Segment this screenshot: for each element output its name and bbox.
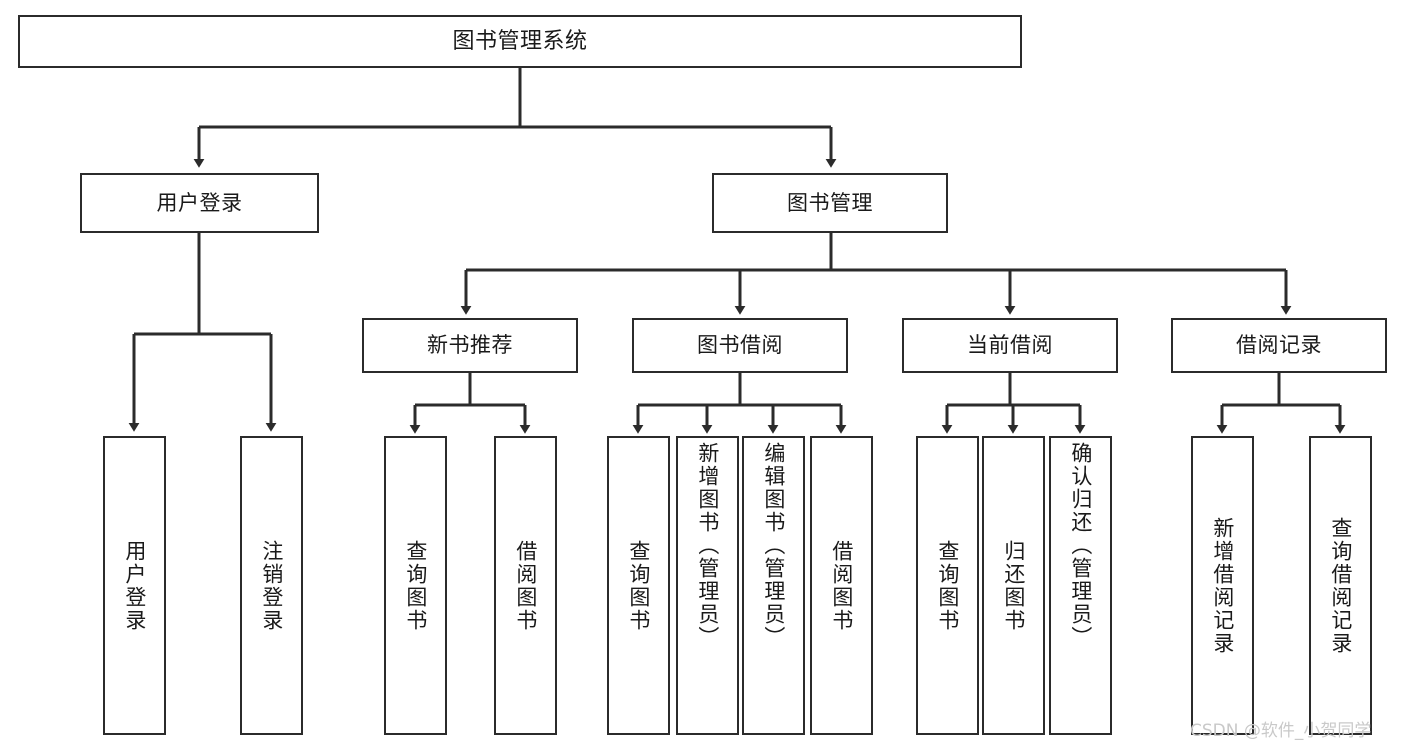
node-label: 查询图书: [935, 539, 960, 632]
node-book-borrow[interactable]: 图书借阅: [632, 318, 848, 373]
node-new-book-recommendation[interactable]: 新书推荐: [362, 318, 578, 373]
node-label: 借阅图书: [513, 539, 538, 632]
node-label: 新书推荐: [427, 333, 513, 358]
node-label: 用户登录: [156, 190, 243, 215]
node-label: 编辑图书（管理员）: [761, 442, 786, 649]
leaf-confirm-return-admin[interactable]: 确认归还（管理员）: [1049, 436, 1112, 735]
node-borrow-record[interactable]: 借阅记录: [1171, 318, 1387, 373]
leaf-query-book-current[interactable]: 查询图书: [916, 436, 979, 735]
node-label: 图书管理: [787, 190, 873, 215]
leaf-query-book-new-book[interactable]: 查询图书: [384, 436, 447, 735]
leaf-logout[interactable]: 注销登录: [240, 436, 303, 735]
leaf-query-book-borrow[interactable]: 查询图书: [607, 436, 670, 735]
leaf-borrow-book-borrow[interactable]: 借阅图书: [810, 436, 873, 735]
leaf-add-book-admin[interactable]: 新增图书（管理员）: [676, 436, 739, 735]
node-label: 查询图书: [403, 539, 428, 632]
node-label: 用户登录: [122, 539, 147, 632]
node-current-borrow[interactable]: 当前借阅: [902, 318, 1118, 373]
leaf-query-borrow-record[interactable]: 查询借阅记录: [1309, 436, 1372, 735]
node-label: 注销登录: [259, 539, 284, 632]
node-root-book-management-system[interactable]: 图书管理系统: [18, 15, 1022, 68]
leaf-add-borrow-record[interactable]: 新增借阅记录: [1191, 436, 1254, 735]
node-label: 当前借阅: [967, 333, 1053, 358]
leaf-edit-book-admin[interactable]: 编辑图书（管理员）: [742, 436, 805, 735]
node-label: 新增借阅记录: [1210, 516, 1235, 655]
leaf-user-login[interactable]: 用户登录: [103, 436, 166, 735]
leaf-borrow-book-new-book[interactable]: 借阅图书: [494, 436, 557, 735]
node-label: 图书借阅: [697, 333, 783, 358]
node-label: 查询图书: [626, 539, 651, 632]
watermark: CSDN @软件_小贺同学: [1190, 721, 1372, 741]
node-label: 新增图书（管理员）: [695, 442, 720, 649]
node-label: 借阅记录: [1236, 333, 1322, 358]
node-label: 归还图书: [1001, 539, 1026, 632]
node-user-login[interactable]: 用户登录: [80, 173, 319, 233]
node-label: 查询借阅记录: [1328, 516, 1353, 655]
node-label: 确认归还（管理员）: [1068, 442, 1093, 649]
node-label: 图书管理系统: [452, 28, 588, 54]
leaf-return-book[interactable]: 归还图书: [982, 436, 1045, 735]
node-book-management[interactable]: 图书管理: [712, 173, 948, 233]
node-label: 借阅图书: [829, 539, 854, 632]
